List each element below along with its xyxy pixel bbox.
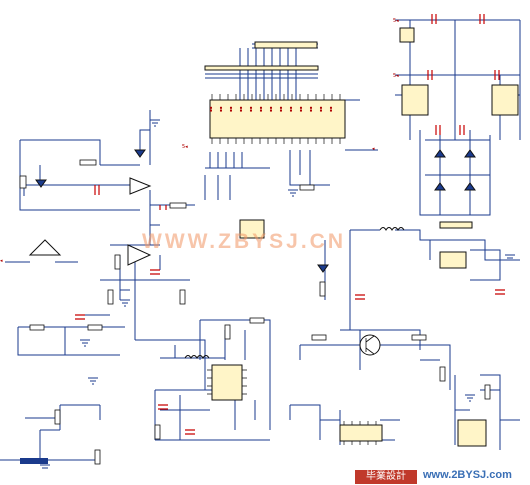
svg-text:▪▪: ▪▪ <box>248 106 253 112</box>
svg-text:5◂: 5◂ <box>182 144 188 150</box>
connector <box>439 221 473 229</box>
op-amps <box>28 177 152 266</box>
svg-text:▪▪: ▪▪ <box>318 106 323 112</box>
inductors <box>184 227 405 359</box>
ic-bottom-mid <box>339 424 383 442</box>
ic-right-top <box>399 27 415 43</box>
ground-symbols <box>40 119 515 469</box>
diode-2 <box>35 179 47 188</box>
diodes <box>35 149 476 273</box>
watermark-text: WWW.ZBYSJ.CN <box>142 230 346 253</box>
svg-text:▪▪: ▪▪ <box>208 106 213 112</box>
svg-text:◂: ◂ <box>372 146 375 152</box>
capacitors <box>75 14 505 435</box>
pin-label-glyphs: ▪▪ ▪▪ ▪▪ ▪▪ ▪▪ ▪▪ ▪▪ ▪▪ ▪▪ ▪▪ ▪▪ ▪▪ ▪▪ <box>208 106 333 112</box>
ic-small <box>239 219 265 239</box>
svg-text:◂: ◂ <box>0 258 3 264</box>
ic-top-header <box>254 41 318 49</box>
svg-text:▪▪: ▪▪ <box>238 106 243 112</box>
svg-text:▪▪: ▪▪ <box>228 106 233 112</box>
svg-text:▪▪: ▪▪ <box>328 106 333 112</box>
diode-5 <box>434 182 446 191</box>
footer-badge: 毕業設計 <box>355 470 417 484</box>
ic-right-mid <box>439 251 467 269</box>
resistors <box>19 159 491 465</box>
diode-7 <box>317 264 329 273</box>
svg-text:▪▪: ▪▪ <box>288 106 293 112</box>
diode-6 <box>464 182 476 191</box>
ic-bottom-right <box>457 419 487 447</box>
transistor <box>359 334 381 356</box>
svg-text:▪▪: ▪▪ <box>258 106 263 112</box>
diode-3 <box>434 149 446 158</box>
footer-url: www.2BYSJ.com <box>423 469 512 481</box>
svg-text:▪▪: ▪▪ <box>268 106 273 112</box>
ic-pins <box>207 94 377 445</box>
ic-right1 <box>401 84 429 116</box>
audio-jack <box>20 458 48 464</box>
svg-text:▪▪: ▪▪ <box>278 106 283 112</box>
power-flags: 5◂ 5◂ 5◂ ◂ ◂ <box>0 18 399 264</box>
op-amp-3 <box>28 239 62 256</box>
svg-text:5◂: 5◂ <box>393 73 399 79</box>
svg-text:▪▪: ▪▪ <box>308 106 313 112</box>
op-amp-1 <box>129 177 152 195</box>
svg-text:5◂: 5◂ <box>393 18 399 24</box>
diode-4 <box>464 149 476 158</box>
svg-text:▪▪: ▪▪ <box>218 106 223 112</box>
ic-mid <box>211 364 243 401</box>
ic-top <box>209 99 346 139</box>
svg-text:▪▪: ▪▪ <box>298 106 303 112</box>
ic-right2 <box>491 84 519 116</box>
op-amp-2 <box>127 244 152 266</box>
diode-1 <box>134 149 146 158</box>
ic-packages <box>204 27 519 447</box>
ic-top-header2 <box>204 65 319 71</box>
